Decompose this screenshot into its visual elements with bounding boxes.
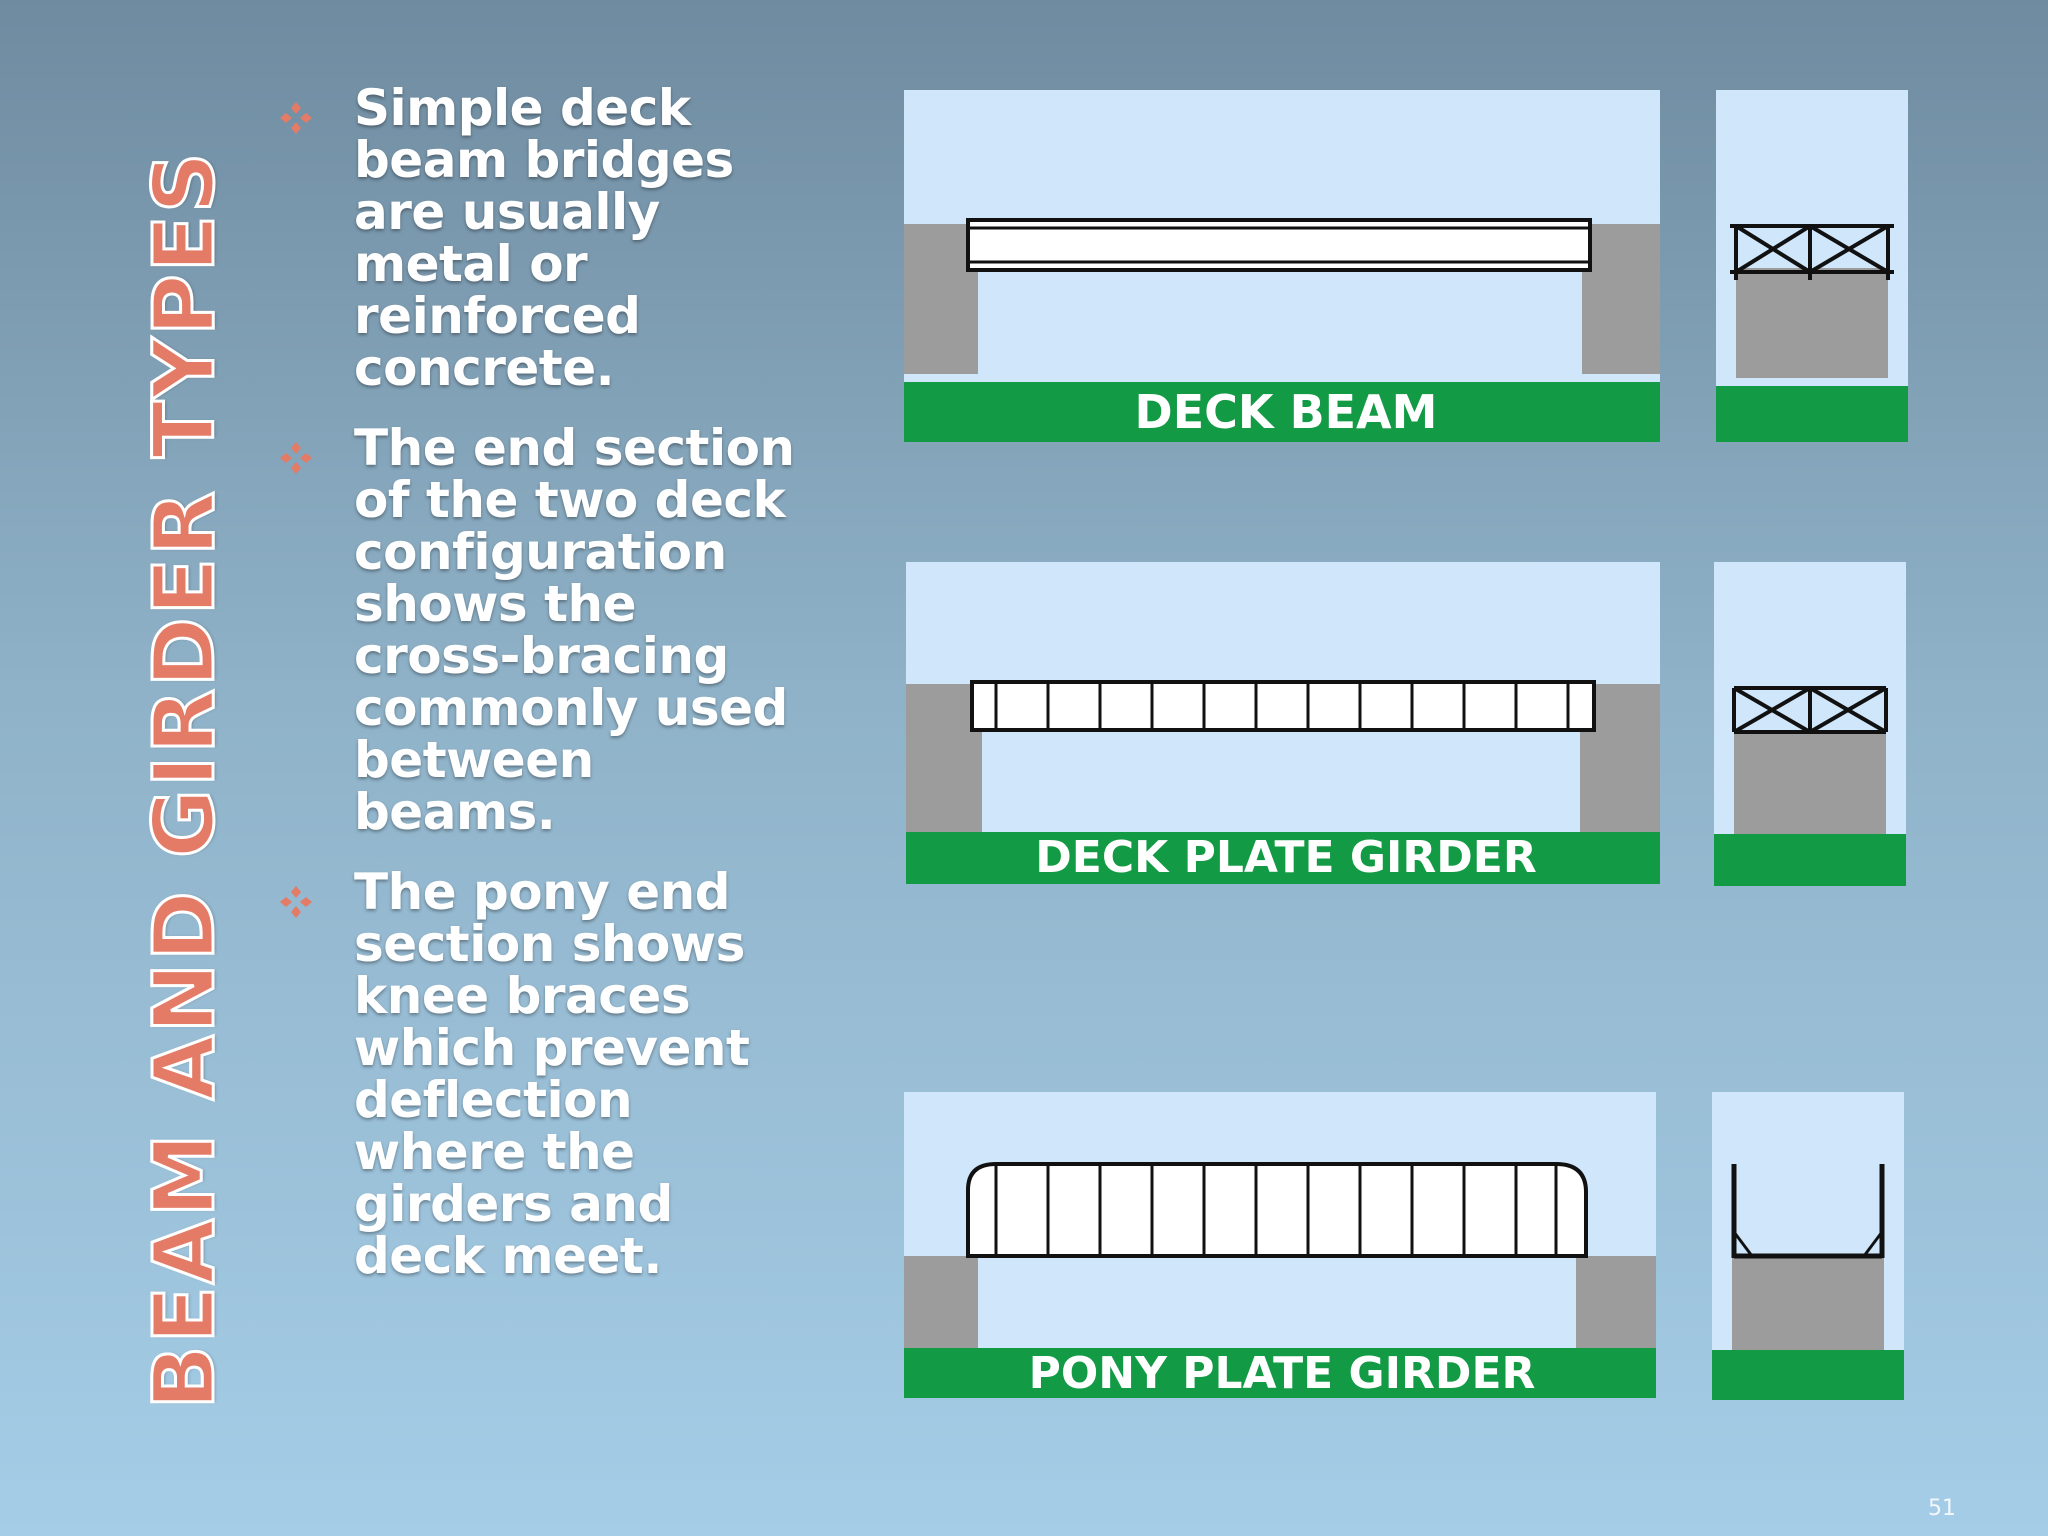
diagram-label: DECK PLATE GIRDER: [1035, 832, 1536, 883]
bullet-item: The pony end section shows knee braces w…: [270, 866, 810, 1282]
pony-plate-girder-side-view: PONY PLATE GIRDER: [904, 1092, 1656, 1398]
deck-beam-end-section: [1716, 90, 1908, 442]
bullet-item: Simple deck beam bridges are usually met…: [270, 82, 810, 394]
abutment: [1736, 268, 1888, 378]
bullet-text: Simple deck beam bridges are usually met…: [354, 79, 734, 397]
ground-strip: [1714, 834, 1906, 886]
diagram-label: PONY PLATE GIRDER: [1029, 1348, 1536, 1398]
knee-braces: [1731, 1164, 1885, 1259]
ground-strip: [904, 1348, 1656, 1398]
deck-plate-girder-end-section: [1714, 562, 1906, 886]
abutment: [1732, 1258, 1884, 1352]
abutment: [1734, 732, 1886, 836]
deck-beam-side-view: DECK BEAM: [904, 90, 1660, 442]
ground-strip: [1712, 1350, 1904, 1400]
bullet-text: The end section of the two deck configur…: [354, 419, 795, 841]
ground-strip: [904, 382, 1660, 442]
left-abutment: [906, 684, 982, 836]
ground-strip: [1716, 386, 1908, 442]
four-diamond-bullet-icon: [280, 886, 312, 918]
four-diamond-bullet-icon: [280, 102, 312, 134]
plate-girder: [970, 680, 1596, 732]
pony-girder: [966, 1162, 1588, 1258]
left-abutment: [904, 224, 978, 374]
deck-plate-girder-side-view: DECK PLATE GIRDER: [906, 562, 1660, 884]
diagram-label: DECK BEAM: [1135, 385, 1438, 439]
left-abutment: [904, 1256, 978, 1350]
bullet-text: The pony end section shows knee braces w…: [354, 863, 750, 1285]
page-number: 51: [1928, 1496, 1956, 1521]
pony-plate-girder-end-section: [1712, 1092, 1904, 1400]
cross-bracing: [1732, 686, 1888, 734]
slide-title: BEAM AND GIRDER TYPES: [134, 149, 235, 1411]
girder-stiffeners: [994, 682, 1570, 730]
right-abutment: [1576, 1256, 1656, 1350]
girder-stiffeners: [994, 1164, 1558, 1256]
ground-strip: [906, 832, 1660, 884]
bullet-item: The end section of the two deck configur…: [270, 422, 810, 838]
bullet-list: Simple deck beam bridges are usually met…: [270, 82, 810, 1310]
cross-bracing: [1730, 224, 1894, 280]
right-abutment: [1582, 224, 1660, 374]
four-diamond-bullet-icon: [280, 442, 312, 474]
